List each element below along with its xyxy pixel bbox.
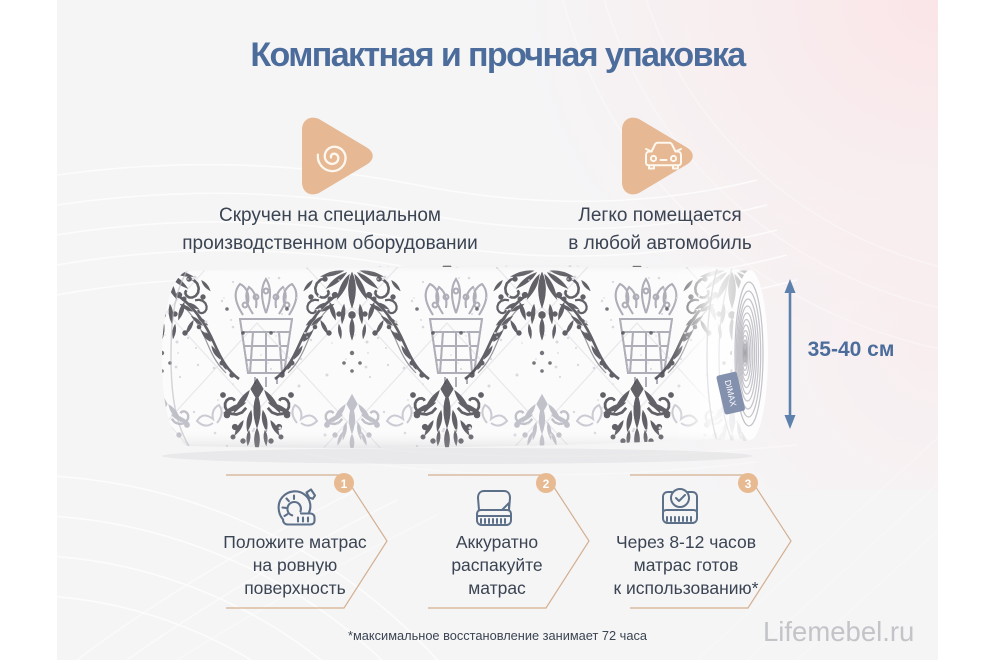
svg-text:3: 3 [745, 477, 752, 491]
svg-text:2: 2 [543, 477, 550, 491]
svg-text:1: 1 [341, 477, 348, 491]
